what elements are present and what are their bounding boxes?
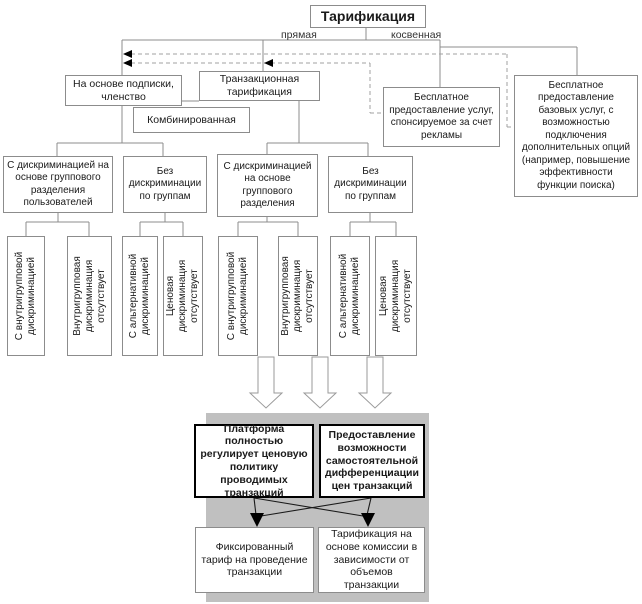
node-no-intragroup-discrimination-2: Внутригрупповая дискриминация отсутствуе… (278, 236, 318, 356)
arrowhead-down-icon (250, 513, 264, 527)
node-no-discrimination-groups-1: Без дискриминации по группам (123, 156, 207, 213)
vertical-label: С альтернативной дискриминацией (338, 253, 361, 339)
label-indirect: косвенная (391, 29, 442, 41)
arrowhead-left-icon (264, 59, 273, 67)
vertical-label: Ценовая дискриминация отсутствует (165, 259, 200, 333)
node-subscription: На основе подписки, членство (65, 75, 182, 106)
node-no-price-discrimination-2: Ценовая дискриминация отсутствует (375, 236, 417, 356)
arrowhead-left-icon (123, 59, 132, 67)
down-block-arrow-icon (302, 356, 338, 409)
node-self-differentiation: Предоставление возможности самостоятельн… (319, 424, 425, 498)
label-direct: прямая (281, 29, 317, 41)
node-alternative-discrimination-2: С альтернативной дискриминацией (330, 236, 370, 356)
node-discrimination-user-groups: С дискриминацией на основе группового ра… (3, 156, 113, 213)
node-free-base-options: Бесплатное предоставление базовых услуг,… (514, 75, 638, 197)
node-combined: Комбинированная (133, 107, 250, 133)
node-no-discrimination-groups-2: Без дискриминации по группам (328, 156, 413, 213)
down-block-arrow-icon (357, 356, 393, 409)
down-block-arrow-icon (248, 356, 284, 409)
vertical-label: С альтернативной дискриминацией (128, 253, 151, 339)
dashed-feedback-arrows (131, 53, 514, 128)
node-intragroup-discrimination-1: С внутригрупповой дискриминацией (7, 236, 45, 356)
node-commission-tariff: Тарификация на основе комиссии в зависим… (318, 527, 425, 593)
vertical-label: С внутригрупповой дискриминацией (226, 251, 249, 341)
dashed-arrowheads (123, 50, 273, 67)
down-block-arrows (248, 356, 393, 409)
node-discrimination-groups: С дискриминацией на основе группового ра… (217, 154, 318, 217)
vertical-label: С внутригрупповой дискриминацией (14, 251, 37, 341)
node-free-ad-sponsored: Бесплатное предоставление услуг, спонсир… (383, 87, 500, 147)
arrowhead-down-icon (361, 513, 375, 527)
vertical-label: Внутригрупповая дискриминация отсутствуе… (71, 256, 107, 336)
node-no-intragroup-discrimination-1: Внутригрупповая дискриминация отсутствуе… (67, 236, 112, 356)
node-no-price-discrimination-1: Ценовая дискриминация отсутствует (163, 236, 203, 356)
vertical-label: Внутригрупповая дискриминация отсутствуе… (280, 256, 315, 336)
node-alternative-discrimination-1: С альтернативной дискриминацией (122, 236, 158, 356)
node-platform-regulates: Платформа полностью регулирует ценовую п… (194, 423, 314, 499)
outcome-cross-arrows (253, 497, 372, 517)
arrowhead-left-icon (123, 50, 132, 58)
vertical-label: Ценовая дискриминация отсутствует (378, 259, 413, 333)
node-fixed-tariff: Фиксированный тариф на проведение транза… (195, 527, 314, 593)
node-transactional: Транзакционная тарификация (199, 71, 320, 101)
tree-connectors (25, 28, 578, 236)
outcome-arrowheads (250, 513, 375, 527)
node-tarification: Тарификация (310, 5, 426, 28)
node-intragroup-discrimination-2: С внутригрупповой дискриминацией (218, 236, 258, 356)
